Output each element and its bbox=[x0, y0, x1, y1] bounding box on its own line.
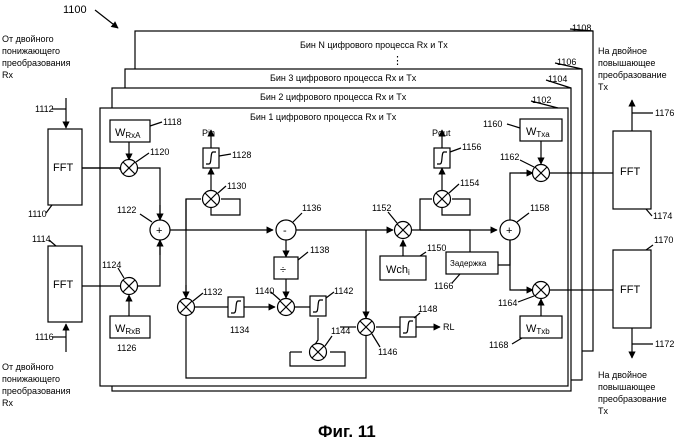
svg-text:преобразования: преобразования bbox=[2, 386, 71, 396]
multiplier-1144 bbox=[310, 344, 327, 361]
w-rxb-ref: 1126 bbox=[117, 343, 136, 353]
integrator-1128 bbox=[203, 148, 219, 168]
output-top-ref: 1176 bbox=[655, 108, 674, 118]
delay-ref: 1166 bbox=[434, 281, 453, 291]
svg-text:преобразование: преобразование bbox=[598, 70, 667, 80]
multiplier-1124 bbox=[121, 278, 138, 295]
input-top-label: От двойного понижающего преобразования R… bbox=[2, 34, 71, 80]
output-bottom-label: На двойное повышающее преобразование Tx bbox=[598, 370, 667, 416]
svg-text:1132: 1132 bbox=[203, 287, 222, 297]
svg-text:От двойного: От двойного bbox=[2, 34, 54, 44]
fft-out-top-label: FFT bbox=[620, 166, 640, 178]
w-txb-ref: 1168 bbox=[489, 340, 508, 350]
figure-ref-arrow bbox=[95, 10, 118, 28]
svg-text:повышающее: повышающее bbox=[598, 382, 655, 392]
svg-text:-: - bbox=[283, 225, 287, 237]
fft-out-bottom-ref: 1170 bbox=[654, 235, 673, 245]
difference-1136-ref: 1136 bbox=[302, 203, 321, 213]
svg-text:На двойное: На двойное bbox=[598, 370, 647, 380]
svg-text:Tx: Tx bbox=[598, 82, 608, 92]
multiplier-1162 bbox=[533, 165, 550, 182]
integrator-1134 bbox=[228, 297, 244, 317]
multiplier-1140 bbox=[278, 299, 295, 316]
w-rxa-ref: 1118 bbox=[163, 117, 182, 127]
svg-text:1148: 1148 bbox=[418, 304, 437, 314]
divider-symbol: ÷ bbox=[280, 264, 286, 276]
output-bottom-ref: 1172 bbox=[655, 339, 674, 349]
w-txa-ref: 1160 bbox=[483, 119, 502, 129]
svg-text:От двойного: От двойного bbox=[2, 362, 54, 372]
fft-in-bottom-label: FFT bbox=[53, 279, 73, 291]
svg-text:1134: 1134 bbox=[230, 325, 249, 335]
bin-n-ref: 1108 bbox=[572, 23, 591, 33]
svg-text:1154: 1154 bbox=[460, 178, 479, 188]
fft-out-top-ref: 1174 bbox=[653, 211, 672, 221]
svg-text:преобразование: преобразование bbox=[598, 394, 667, 404]
fft-out-bottom-label: FFT bbox=[620, 284, 640, 296]
integrator-1148 bbox=[400, 317, 416, 337]
svg-text:1146: 1146 bbox=[378, 347, 397, 357]
pout-label: Pout bbox=[432, 128, 451, 138]
rl-label: RL bbox=[443, 322, 455, 332]
summer-1122: + bbox=[150, 220, 170, 240]
pin-label: Pin bbox=[202, 128, 215, 138]
svg-text:+: + bbox=[506, 225, 512, 237]
figure-caption: Фиг. 11 bbox=[318, 422, 376, 441]
svg-text:1152: 1152 bbox=[372, 203, 391, 213]
output-top-label: На двойное повышающее преобразование Tx bbox=[598, 46, 667, 92]
multiplier-1132 bbox=[178, 299, 195, 316]
figure-ref: 1100 bbox=[63, 4, 87, 16]
svg-text:Tx: Tx bbox=[598, 406, 608, 416]
fft-in-top-label: FFT bbox=[53, 162, 73, 174]
integrator-1142 bbox=[310, 296, 326, 316]
fft-in-top-ref: 1110 bbox=[28, 209, 47, 219]
svg-text:1164: 1164 bbox=[498, 298, 517, 308]
input-bottom-label: От двойного понижающего преобразования R… bbox=[2, 362, 71, 408]
svg-text:1128: 1128 bbox=[232, 150, 251, 160]
difference-1136: - bbox=[276, 220, 296, 240]
fft-in-bottom-ref: 1114 bbox=[32, 234, 51, 244]
w-chi-ref: 1150 bbox=[427, 243, 446, 253]
multiplier-1154 bbox=[434, 191, 451, 208]
divider-ref: 1138 bbox=[310, 245, 329, 255]
svg-text:понижающего: понижающего bbox=[2, 374, 60, 384]
summer-1158: + bbox=[500, 220, 520, 240]
svg-text:1120: 1120 bbox=[150, 147, 169, 157]
svg-text:1162: 1162 bbox=[500, 152, 519, 162]
bin-3-label: Бин 3 цифрового процесса Rx и Tx bbox=[270, 73, 417, 83]
svg-text:преобразования: преобразования bbox=[2, 58, 71, 68]
svg-text:понижающего: понижающего bbox=[2, 46, 60, 56]
summer-1158-ref: 1158 bbox=[530, 203, 549, 213]
bin-1-label: Бин 1 цифрового процесса Rx и Tx bbox=[250, 112, 397, 122]
svg-text:повышающее: повышающее bbox=[598, 58, 655, 68]
svg-text:1142: 1142 bbox=[334, 286, 353, 296]
summer-1122-ref: 1122 bbox=[117, 205, 136, 215]
svg-text:Rx: Rx bbox=[2, 398, 13, 408]
integrator-1156 bbox=[434, 148, 450, 168]
svg-text:1144: 1144 bbox=[331, 326, 350, 336]
svg-text:1130: 1130 bbox=[227, 181, 246, 191]
bin-2-ref: 1104 bbox=[548, 74, 567, 84]
svg-text:+: + bbox=[156, 225, 162, 237]
bins-ellipsis: ⋮ bbox=[392, 55, 403, 67]
input-bottom-ref: 1116 bbox=[35, 332, 54, 342]
multiplier-1130 bbox=[203, 191, 220, 208]
input-top-ref: 1112 bbox=[35, 104, 54, 114]
svg-text:На двойное: На двойное bbox=[598, 46, 647, 56]
bin-n-label: Бин N цифрового процесса Rx и Tx bbox=[300, 40, 448, 50]
multiplier-1120 bbox=[121, 160, 138, 177]
multiplier-1164 bbox=[533, 282, 550, 299]
svg-text:1156: 1156 bbox=[462, 142, 481, 152]
multiplier-1146 bbox=[358, 319, 375, 336]
svg-text:Rx: Rx bbox=[2, 70, 13, 80]
bin-2-label: Бин 2 цифрового процесса Rx и Tx bbox=[260, 92, 407, 102]
w-chi-label: Wchi bbox=[386, 264, 410, 277]
multiplier-1152 bbox=[395, 222, 412, 239]
delay-label: Задержка bbox=[450, 259, 487, 268]
svg-text:1140: 1140 bbox=[255, 286, 274, 296]
